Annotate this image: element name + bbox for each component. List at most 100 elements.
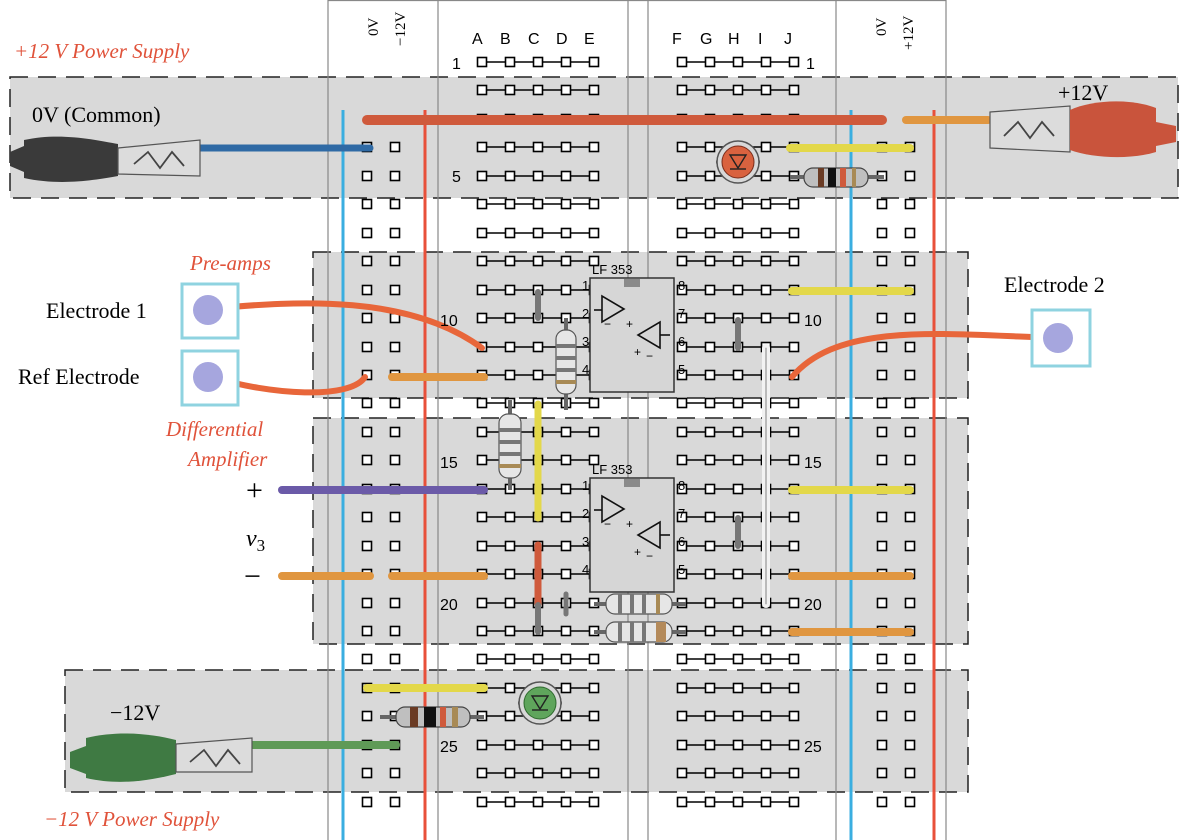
breadboard-hole bbox=[476, 426, 488, 438]
opamp-symbol bbox=[594, 294, 670, 350]
breadboard-hole bbox=[361, 397, 373, 409]
breadboard-hole bbox=[389, 227, 401, 239]
breadboard-hole bbox=[904, 767, 916, 779]
row-label: 25 bbox=[804, 739, 822, 756]
breadboard-hole bbox=[788, 511, 800, 523]
breadboard-hole bbox=[904, 540, 916, 552]
column-label: F bbox=[672, 31, 682, 48]
breadboard-hole bbox=[788, 84, 800, 96]
breadboard-hole bbox=[588, 141, 600, 153]
pin-label: 1 bbox=[582, 478, 589, 493]
breadboard-hole bbox=[476, 739, 488, 751]
breadboard-hole bbox=[504, 796, 516, 808]
breadboard-hole bbox=[389, 796, 401, 808]
row-label: 15 bbox=[804, 455, 822, 472]
breadboard-hole bbox=[704, 767, 716, 779]
breadboard-hole bbox=[732, 625, 744, 637]
breadboard-hole bbox=[876, 796, 888, 808]
breadboard-hole bbox=[504, 227, 516, 239]
breadboard-hole bbox=[704, 682, 716, 694]
breadboard-hole bbox=[676, 540, 688, 552]
breadboard-hole bbox=[476, 767, 488, 779]
breadboard-hole bbox=[389, 597, 401, 609]
breadboard-hole bbox=[904, 227, 916, 239]
breadboard-hole bbox=[876, 426, 888, 438]
resistor-diff-top bbox=[498, 400, 522, 490]
breadboard-hole bbox=[904, 653, 916, 665]
breadboard-hole bbox=[476, 540, 488, 552]
breadboard-hole bbox=[704, 198, 716, 210]
breadboard-hole bbox=[532, 170, 544, 182]
breadboard-hole bbox=[504, 341, 516, 353]
resistor-diff-1 bbox=[594, 593, 686, 615]
breadboard-hole bbox=[532, 84, 544, 96]
breadboard-hole bbox=[732, 454, 744, 466]
breadboard-hole bbox=[732, 84, 744, 96]
breadboard-hole bbox=[588, 198, 600, 210]
sign-label: + bbox=[626, 317, 633, 331]
breadboard-hole bbox=[788, 56, 800, 68]
breadboard-hole bbox=[560, 682, 572, 694]
breadboard-hole bbox=[389, 767, 401, 779]
breadboard-hole bbox=[560, 170, 572, 182]
breadboard-hole bbox=[476, 284, 488, 296]
preamps-label: Pre-amps bbox=[189, 251, 271, 275]
breadboard-hole bbox=[704, 568, 716, 580]
breadboard-hole bbox=[588, 255, 600, 267]
breadboard-hole bbox=[676, 84, 688, 96]
row-label: 1 bbox=[806, 56, 815, 73]
breadboard-hole bbox=[904, 312, 916, 324]
breadboard-hole bbox=[760, 255, 772, 267]
breadboard-hole bbox=[504, 369, 516, 381]
breadboard-hole bbox=[560, 796, 572, 808]
breadboard-hole bbox=[788, 710, 800, 722]
breadboard-hole bbox=[476, 255, 488, 267]
breadboard-hole bbox=[504, 56, 516, 68]
sign-label: + bbox=[634, 345, 641, 359]
breadboard-hole bbox=[532, 767, 544, 779]
breadboard-hole bbox=[676, 397, 688, 409]
pin-label: 3 bbox=[582, 534, 589, 549]
breadboard-hole bbox=[476, 597, 488, 609]
breadboard-hole bbox=[676, 227, 688, 239]
breadboard-hole bbox=[504, 710, 516, 722]
sign-label: − bbox=[604, 517, 611, 531]
column-label: D bbox=[556, 31, 568, 48]
breadboard-hole bbox=[760, 141, 772, 153]
pin-label: 8 bbox=[678, 278, 685, 293]
breadboard-hole bbox=[760, 625, 772, 637]
breadboard-hole bbox=[504, 739, 516, 751]
breadboard-hole bbox=[704, 227, 716, 239]
breadboard-hole bbox=[361, 511, 373, 523]
breadboard-hole bbox=[788, 739, 800, 751]
column-label: I bbox=[758, 31, 762, 48]
breadboard-hole bbox=[704, 739, 716, 751]
breadboard-hole bbox=[904, 170, 916, 182]
breadboard-hole bbox=[876, 369, 888, 381]
breadboard-hole bbox=[788, 796, 800, 808]
breadboard-hole bbox=[676, 284, 688, 296]
row-label: 10 bbox=[804, 313, 822, 330]
breadboard-hole bbox=[560, 454, 572, 466]
breadboard-hole bbox=[704, 369, 716, 381]
breadboard-hole bbox=[904, 796, 916, 808]
breadboard-hole bbox=[704, 341, 716, 353]
row-label: 20 bbox=[440, 597, 458, 614]
breadboard-hole bbox=[560, 426, 572, 438]
sign-label: + bbox=[626, 517, 633, 531]
row-label: 5 bbox=[452, 169, 461, 186]
breadboard-hole bbox=[476, 796, 488, 808]
breadboard-hole bbox=[560, 284, 572, 296]
breadboard-hole bbox=[676, 454, 688, 466]
breadboard-hole bbox=[532, 141, 544, 153]
led-red bbox=[716, 140, 760, 184]
breadboard-hole bbox=[361, 227, 373, 239]
breadboard-hole bbox=[588, 796, 600, 808]
breadboard-hole bbox=[476, 227, 488, 239]
breadboard-hole bbox=[532, 255, 544, 267]
rail-label-left-0v: 0V bbox=[366, 18, 382, 37]
column-label: J bbox=[784, 31, 792, 48]
breadboard-hole bbox=[760, 767, 772, 779]
breadboard-hole bbox=[676, 198, 688, 210]
rail-label-right-0v: 0V bbox=[874, 18, 890, 37]
